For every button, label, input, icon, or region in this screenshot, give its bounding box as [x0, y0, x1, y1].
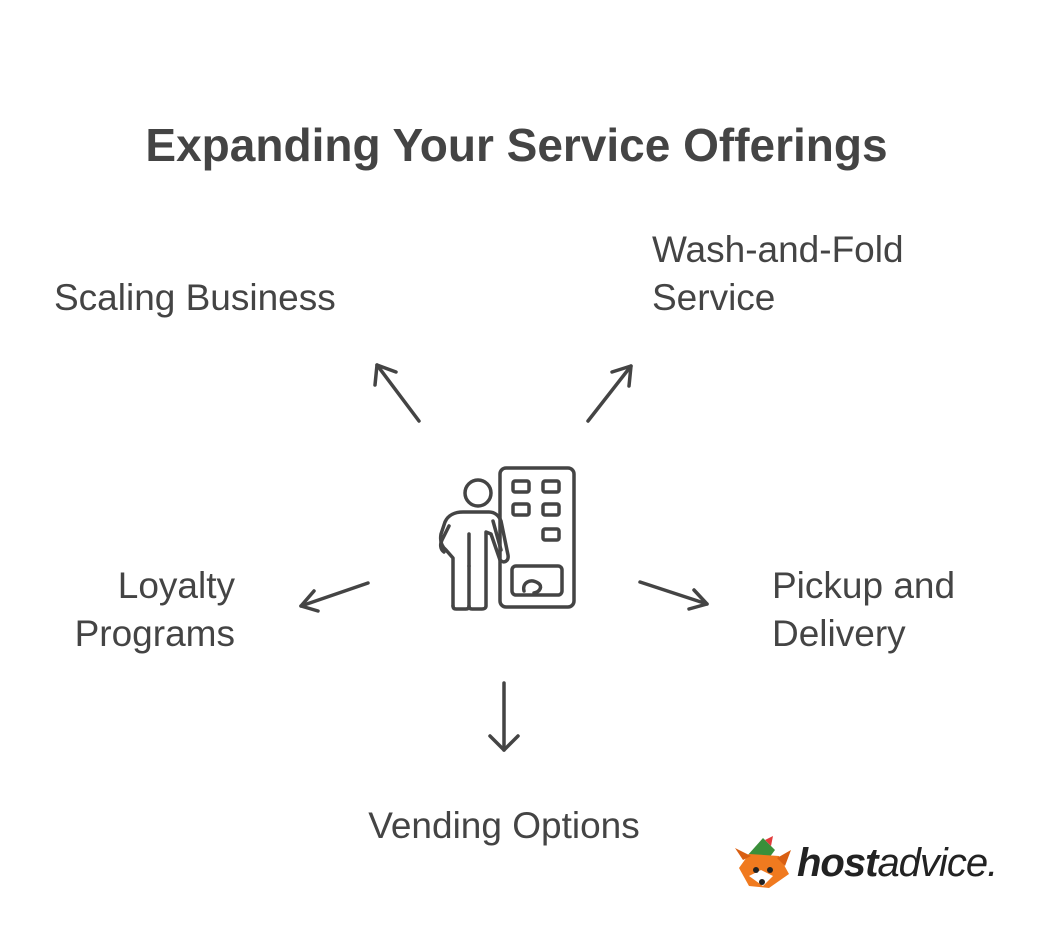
arrow-to-pickup-delivery	[638, 580, 709, 611]
branch-label-line: Wash-and-Fold	[652, 229, 904, 270]
diagram-title: Expanding Your Service Offerings	[145, 119, 888, 171]
vending-machine-person-icon	[438, 466, 576, 611]
branch-wash-and-fold: Wash-and-Fold Service	[652, 226, 904, 322]
branch-label-line: Vending Options	[368, 805, 640, 846]
arrow-to-vending-options	[488, 681, 520, 752]
branch-vending-options: Vending Options	[0, 802, 1008, 850]
branch-scaling-business: Scaling Business	[54, 274, 336, 322]
logo-word-host: host	[797, 841, 878, 885]
branch-pickup-delivery: Pickup and Delivery	[772, 562, 955, 658]
branch-label-line: Scaling Business	[54, 277, 336, 318]
branch-label-line: Loyalty	[117, 565, 235, 606]
branch-loyalty-programs: Loyalty Programs	[75, 562, 235, 658]
logo-word-advice: advice.	[877, 841, 998, 885]
arrow-to-wash-and-fold	[586, 364, 633, 423]
arrow-to-loyalty-programs	[299, 581, 370, 613]
hostadvice-logo: hostadvice.	[729, 834, 999, 894]
fox-mascot-icon	[735, 836, 791, 888]
branch-label-line: Service	[652, 277, 776, 318]
branch-label-line: Delivery	[772, 613, 906, 654]
logo-wordmark: hostadvice.	[797, 838, 998, 888]
arrow-to-scaling-business	[373, 363, 421, 423]
branch-label-line: Pickup and	[772, 565, 956, 606]
branch-label-line: Programs	[74, 613, 235, 654]
